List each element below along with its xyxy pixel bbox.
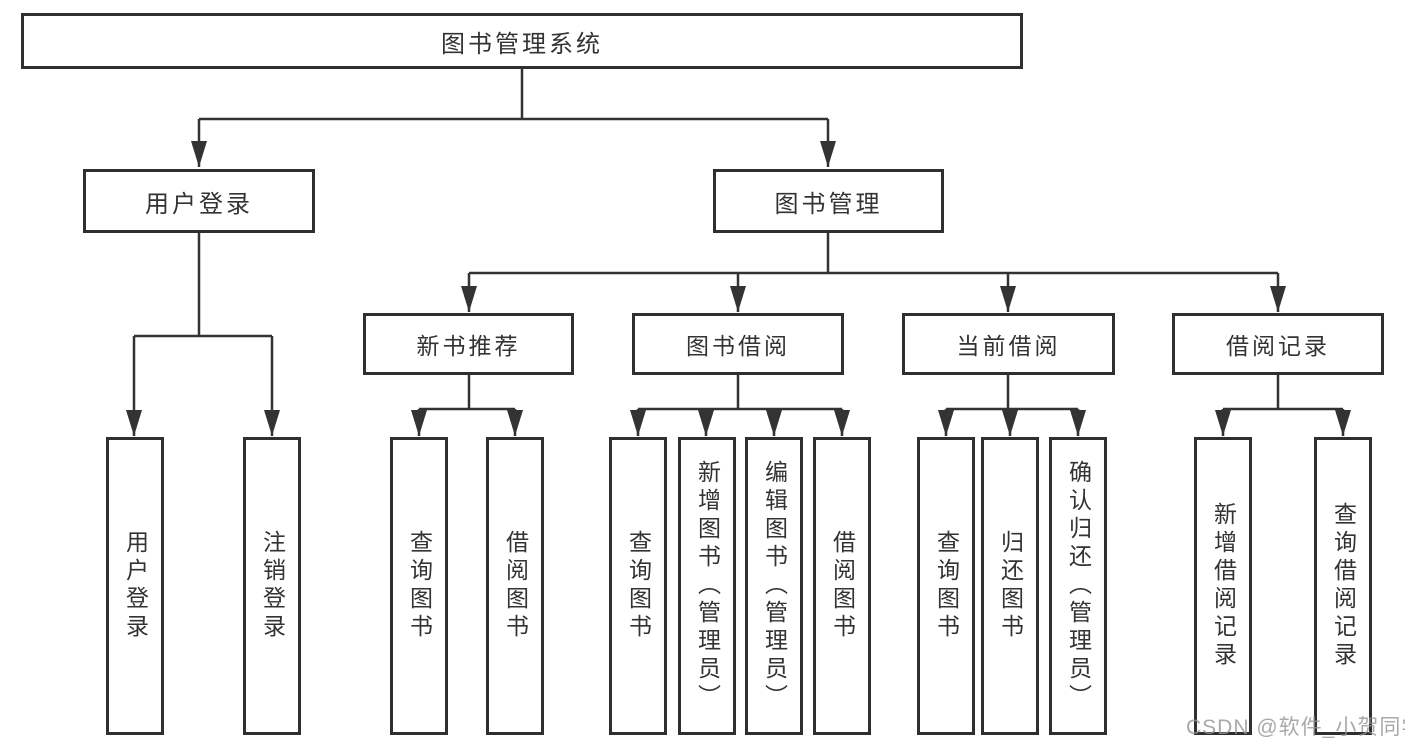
node-borrow-records: 借阅记录 [1172,313,1384,375]
leaf-label: 借阅图书 [502,530,529,642]
leaf-label: 确认归还（管理员） [1065,460,1092,712]
leaf-add-borrow-record: 新增借阅记录 [1194,437,1252,735]
leaf-label: 编辑图书（管理员） [761,460,788,712]
leaf-label: 归还图书 [997,530,1024,642]
node-current-borrow: 当前借阅 [902,313,1115,375]
leaf-query-books-current: 查询图书 [917,437,975,735]
node-root: 图书管理系统 [21,13,1023,69]
leaf-borrow-books-recommend: 借阅图书 [486,437,544,735]
leaf-logout: 注销登录 [243,437,301,735]
leaf-label: 用户登录 [122,530,149,642]
leaf-user-login: 用户登录 [106,437,164,735]
leaf-confirm-return-admin: 确认归还（管理员） [1049,437,1107,735]
leaf-label: 借阅图书 [829,530,856,642]
node-book-management: 图书管理 [713,169,944,233]
node-book-borrow: 图书借阅 [632,313,844,375]
leaf-return-books: 归还图书 [981,437,1039,735]
leaf-query-books-recommend: 查询图书 [390,437,448,735]
leaf-label: 查询借阅记录 [1330,502,1357,670]
leaf-label: 查询图书 [625,530,652,642]
leaf-borrow-books: 借阅图书 [813,437,871,735]
leaf-edit-books-admin: 编辑图书（管理员） [745,437,803,735]
leaf-label: 新增图书（管理员） [694,460,721,712]
leaf-label: 注销登录 [259,530,286,642]
leaf-label: 查询图书 [933,530,960,642]
node-new-book-recommend: 新书推荐 [363,313,574,375]
leaf-label: 新增借阅记录 [1210,502,1237,670]
leaf-label: 查询图书 [406,530,433,642]
leaf-add-books-admin: 新增图书（管理员） [678,437,736,735]
leaf-query-borrow-record: 查询借阅记录 [1314,437,1372,735]
leaf-query-books-borrow: 查询图书 [609,437,667,735]
node-user-login: 用户登录 [83,169,315,233]
watermark: CSDN @软件_小贺同学 [1186,716,1405,739]
